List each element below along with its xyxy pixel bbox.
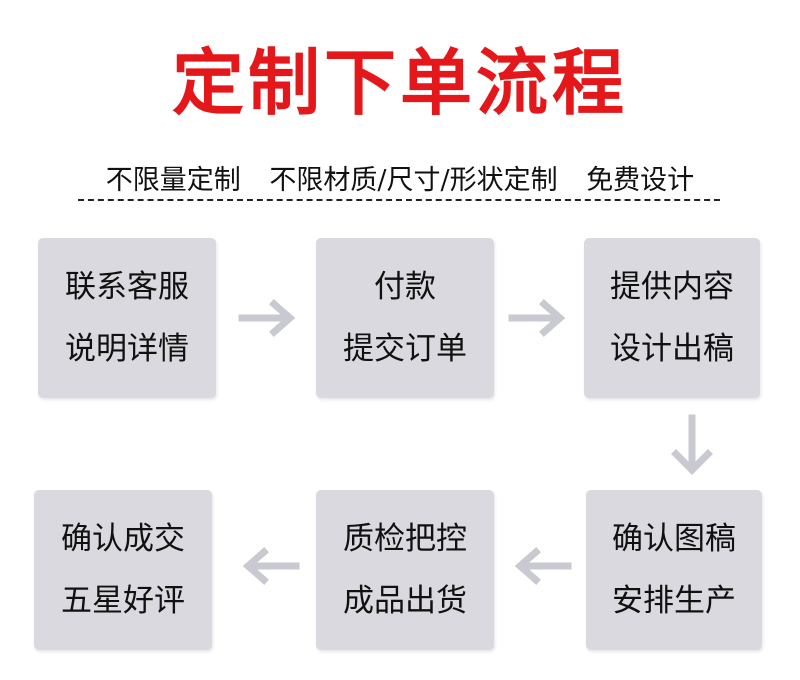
step-3-line-2: 设计出稿 — [610, 331, 734, 367]
arrow-right-icon — [508, 299, 566, 337]
step-5-line-1: 质检把控 — [343, 521, 467, 557]
step-5-line-2: 成品出货 — [343, 583, 467, 619]
step-6-line-1: 确认成交 — [61, 521, 185, 557]
step-1-line-2: 说明详情 — [65, 331, 189, 367]
step-3-provide-content: 提供内容 设计出稿 — [584, 238, 760, 398]
step-4-confirm-draft: 确认图稿 安排生产 — [586, 490, 762, 650]
step-1-contact-service: 联系客服 说明详情 — [38, 238, 216, 398]
dashed-divider — [78, 199, 720, 201]
step-1-line-1: 联系客服 — [65, 269, 189, 305]
arrow-left-icon — [242, 547, 300, 585]
subtitle: 不限量定制 不限材质/尺寸/形状定制 免费设计 — [40, 158, 760, 197]
step-3-line-1: 提供内容 — [610, 269, 734, 305]
step-4-line-2: 安排生产 — [612, 583, 736, 619]
subtitle-unlimited-quantity: 不限量定制 — [105, 165, 241, 196]
step-6-line-2: 五星好评 — [61, 583, 185, 619]
subtitle-unlimited-material-size-shape: 不限材质/尺寸/形状定制 — [269, 165, 558, 196]
arrow-down-icon — [671, 414, 713, 475]
step-2-payment: 付款 提交订单 — [316, 238, 494, 398]
step-2-line-1: 付款 — [374, 269, 436, 305]
step-2-line-2: 提交订单 — [343, 331, 467, 367]
arrow-left-icon — [514, 547, 572, 585]
step-4-line-1: 确认图稿 — [612, 521, 736, 557]
page-title: 定制下单流程 — [171, 40, 628, 125]
step-6-confirm-deal: 确认成交 五星好评 — [34, 490, 212, 650]
step-5-quality-control: 质检把控 成品出货 — [316, 490, 494, 650]
subtitle-free-design: 免费设计 — [586, 165, 695, 196]
arrow-right-icon — [238, 299, 296, 337]
